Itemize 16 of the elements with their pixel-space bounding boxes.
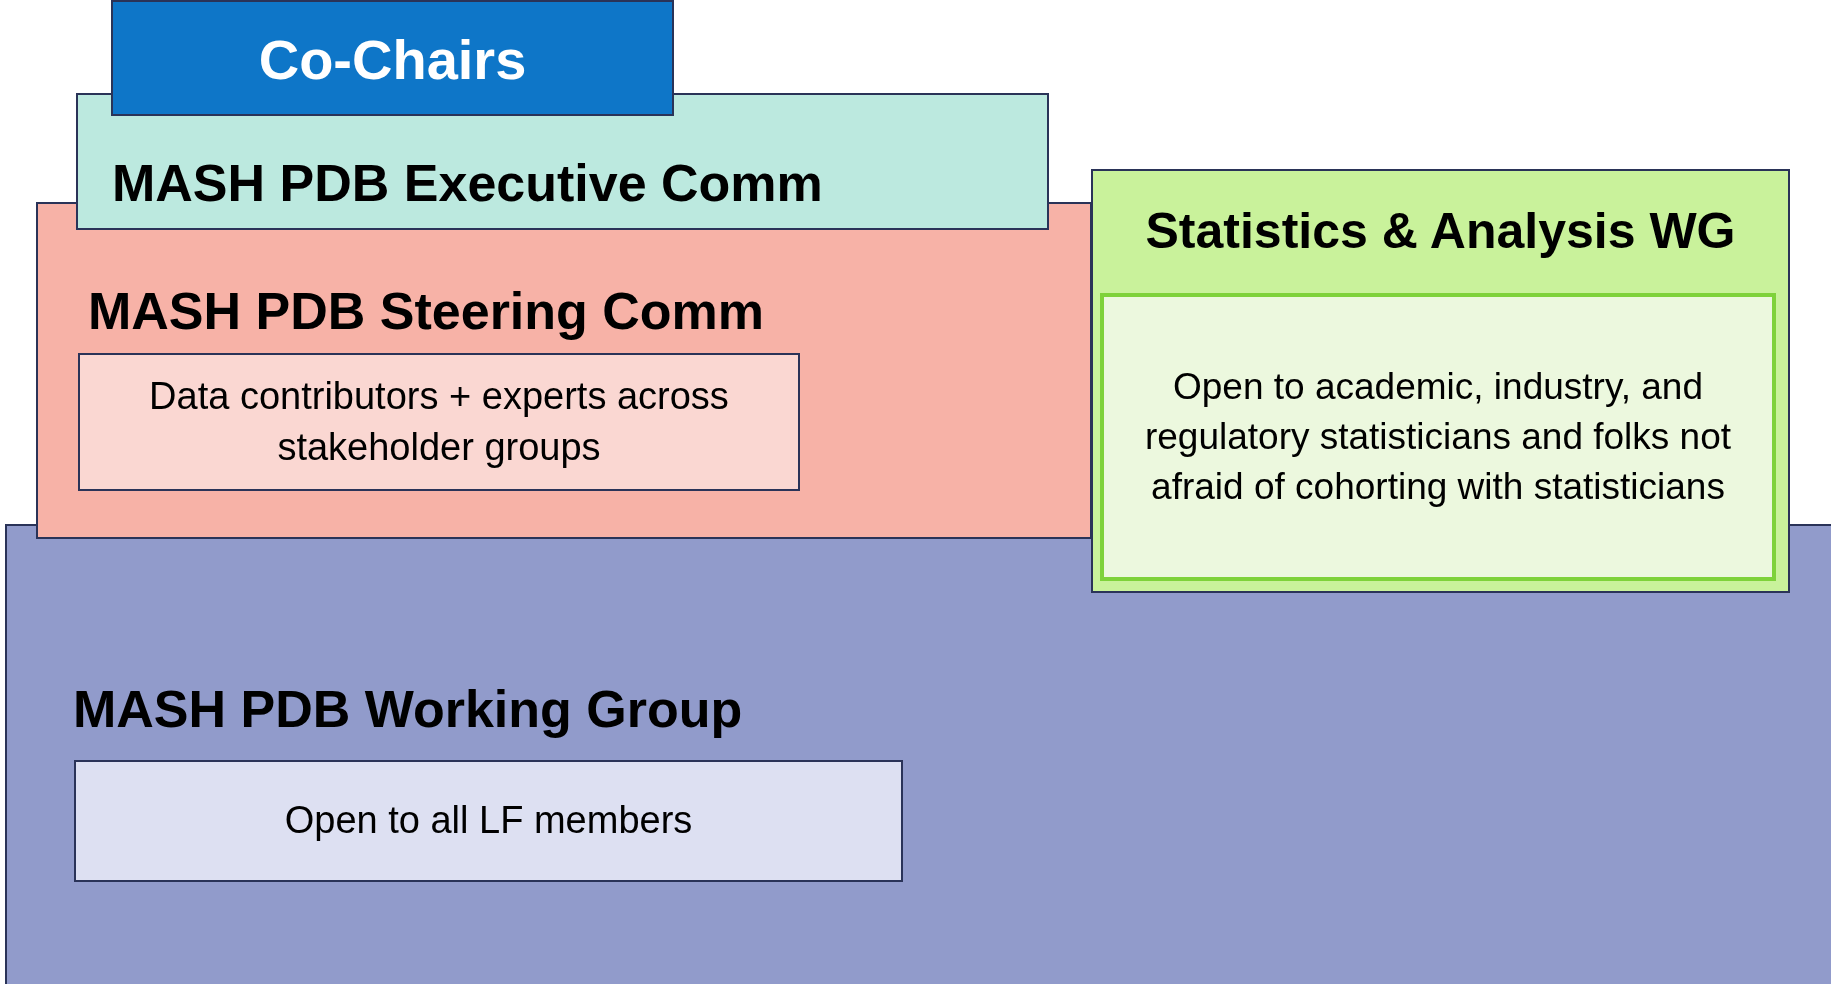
description-text: Open to all LF members xyxy=(284,798,693,844)
heading: Statistics & Analysis WG xyxy=(1145,202,1736,261)
committee-box xyxy=(36,202,1092,539)
title-box xyxy=(111,0,674,116)
description-text: Data contributors + experts across stakeholder groups xyxy=(148,373,730,470)
working-group-box xyxy=(1091,169,1790,593)
heading: MASH PDB Executive Comm xyxy=(112,152,823,214)
description-text: Open to academic, industry, and regulatory statisticians and folks not afraid of cohorting with statisticians xyxy=(1143,365,1733,509)
heading: MASH PDB Steering Comm xyxy=(88,280,765,342)
heading: MASH PDB Working Group xyxy=(73,678,743,740)
working-group-box xyxy=(5,524,1831,984)
heading: Co-Chairs xyxy=(258,27,527,94)
committee-box xyxy=(76,93,1049,230)
description-box xyxy=(78,353,800,491)
description-box xyxy=(74,760,903,882)
description-box xyxy=(1100,293,1776,581)
